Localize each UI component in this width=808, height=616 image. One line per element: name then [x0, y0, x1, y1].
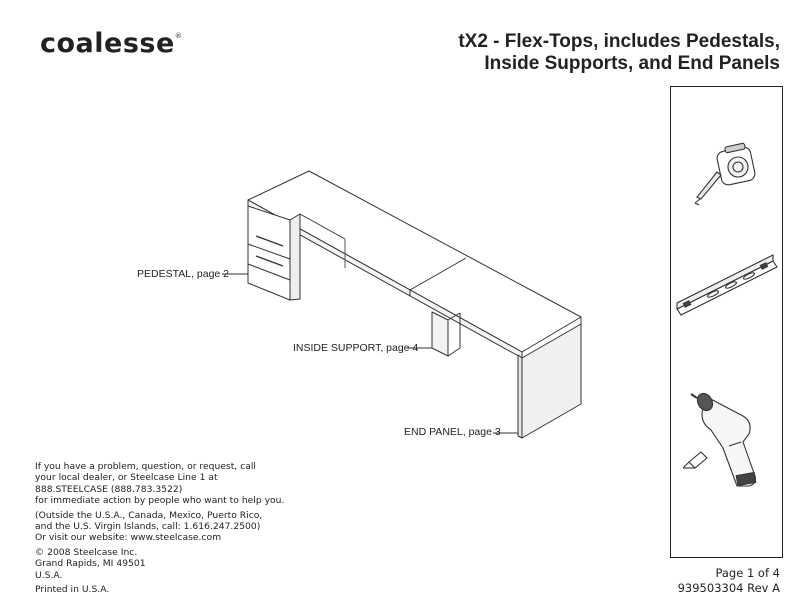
tape-measure-icon: [694, 142, 756, 206]
help-line: for immediate action by people who want …: [35, 495, 285, 507]
help-line: 888.STEELCASE (888.783.3522): [35, 483, 183, 495]
address-line: Grand Rapids, MI 49501: [35, 558, 146, 570]
end-panel-callout: END PANEL, page 3: [404, 426, 501, 438]
support-contact-info: If you have a problem, question, or requ…: [35, 461, 315, 584]
inside-support: [431, 311, 449, 357]
registered-mark: ®: [174, 32, 183, 40]
website-line: Or visit our website: www.steelcase.com: [35, 532, 222, 544]
flex-top-seam: [409, 257, 467, 291]
drawer-pull-top: [255, 235, 284, 247]
pedestal-drawer-divider: [247, 243, 291, 260]
drawer-pull-bottom: [255, 255, 284, 267]
help-paragraph: If you have a problem, question, or requ…: [35, 461, 315, 507]
pedestal-side: [289, 213, 301, 301]
pedestal-front: [247, 205, 291, 301]
printed-in: Printed in U.S.A.: [35, 584, 110, 595]
help-line: If you have a problem, question, or requ…: [35, 461, 256, 472]
brand-logo: coalesse®: [40, 28, 182, 59]
end-panel-edge: [517, 354, 523, 439]
drill-driver-icon: [683, 392, 757, 487]
page-info: Page 1 of 4 939503304 Rev A: [678, 566, 780, 596]
inside-support-callout: INSIDE SUPPORT, page 4: [293, 342, 419, 354]
title-line-1: tX2 - Flex-Tops, includes Pedestals,: [458, 31, 780, 52]
copyright-line: © 2008 Steelcase Inc.: [35, 546, 138, 558]
document-number: 939503304 Rev A: [677, 581, 780, 595]
address-line: U.S.A.: [35, 569, 63, 581]
help-line: your local dealer, or Steelcase Line 1 a…: [35, 472, 218, 484]
pedestal-callout: PEDESTAL, page 2: [137, 268, 230, 280]
level-icon: [676, 254, 778, 316]
document-title: tX2 - Flex-Tops, includes Pedestals, Ins…: [360, 31, 780, 75]
title-line-2: Inside Supports, and End Panels: [484, 53, 780, 74]
page-number: Page 1 of 4: [715, 566, 780, 580]
outside-line: and the U.S. Virgin Islands, call: 1.616…: [35, 521, 261, 533]
brand-name: coalesse: [40, 28, 175, 59]
outside-line: (Outside the U.S.A., Canada, Mexico, Pue…: [35, 509, 263, 521]
address-paragraph: © 2008 Steelcase Inc. Grand Rapids, MI 4…: [35, 547, 315, 581]
outside-usa-paragraph: (Outside the U.S.A., Canada, Mexico, Pue…: [35, 510, 315, 544]
required-tools-panel: [670, 86, 783, 558]
